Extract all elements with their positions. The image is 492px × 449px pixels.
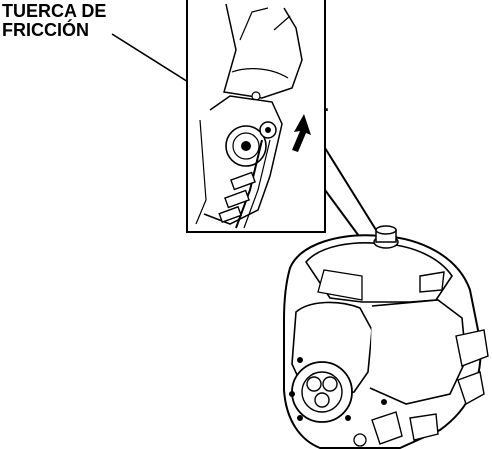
- friction-nut-label-line1: TUERCA DE: [2, 1, 107, 21]
- engine-illustration: [283, 225, 489, 449]
- arrow-up-icon: [292, 114, 311, 152]
- inset-detail-illustration: [186, 0, 326, 233]
- friction-nut-label-line2: FRICCIÓN: [2, 19, 89, 40]
- friction-nut-label: TUERCA DE FRICCIÓN: [2, 2, 106, 40]
